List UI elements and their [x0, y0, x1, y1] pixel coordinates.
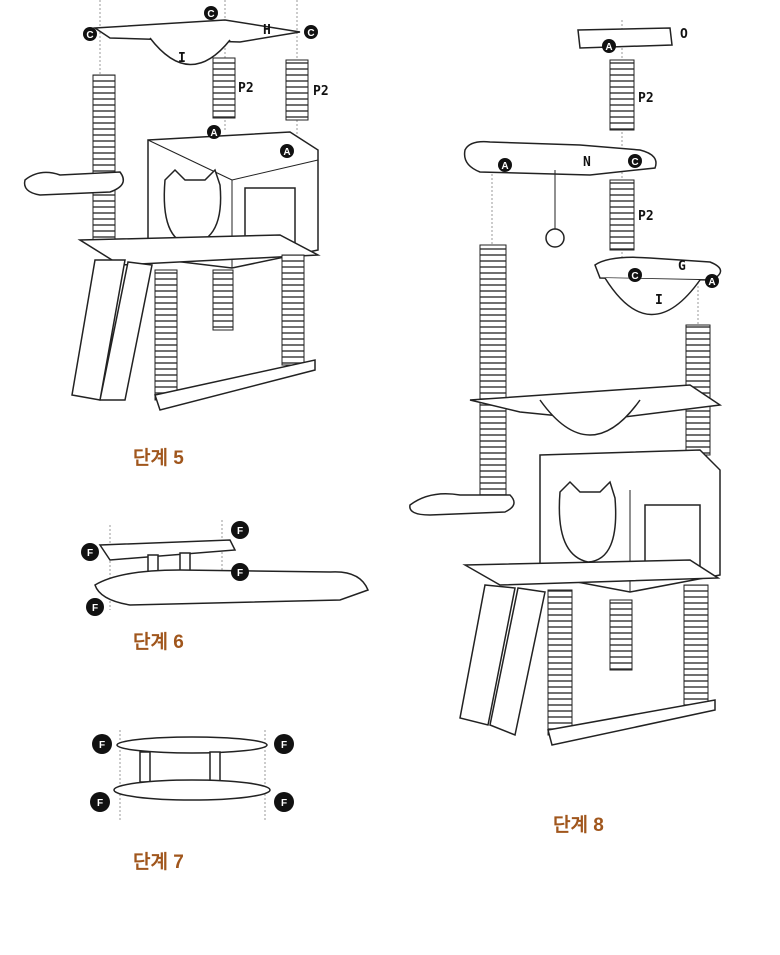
label-p2: P2 — [638, 209, 654, 224]
label-p2: P2 — [638, 91, 654, 106]
post — [683, 584, 709, 706]
shelf-base — [113, 779, 271, 801]
badge-c: C — [83, 27, 97, 41]
label-i: I — [178, 51, 186, 66]
paw-step — [409, 493, 515, 516]
step-8-label: 단계 8 — [553, 815, 604, 836]
label-h: H — [263, 23, 271, 38]
post-p2 — [609, 179, 635, 251]
svg-text:C: C — [631, 271, 638, 282]
paw-platform — [94, 569, 369, 606]
svg-text:A: A — [605, 42, 612, 53]
platform-n — [463, 140, 657, 176]
label-n: N — [583, 155, 591, 170]
label-p2: P2 — [238, 81, 254, 96]
badge-f: F — [274, 792, 294, 812]
post — [212, 269, 234, 331]
step5-drawing: H I P2 P2 C C C A A — [23, 0, 329, 411]
badge-f: F — [231, 563, 249, 581]
badge-f: F — [274, 734, 294, 754]
hammock-bowl-i — [604, 277, 701, 316]
cat-face-opening — [558, 480, 617, 563]
step-7-label: 단계 7 — [133, 852, 184, 873]
bottom-base — [547, 699, 716, 746]
badge-f: F — [90, 792, 110, 812]
svg-text:C: C — [207, 9, 214, 20]
post-p2 — [609, 59, 635, 131]
hammock-bowl-i — [149, 37, 231, 66]
badge-f: F — [86, 598, 104, 616]
post — [154, 269, 178, 401]
svg-text:F: F — [97, 798, 103, 809]
shelf-top — [116, 736, 268, 754]
svg-text:F: F — [281, 798, 287, 809]
badge-a: A — [602, 39, 616, 53]
badge-f: F — [92, 734, 112, 754]
svg-text:A: A — [501, 161, 508, 172]
paw-step — [23, 171, 125, 196]
post-p2 — [212, 57, 236, 119]
step7-drawing: F F F F — [90, 730, 294, 820]
svg-text:F: F — [237, 526, 243, 537]
svg-text:C: C — [86, 30, 93, 41]
badge-c: C — [304, 25, 318, 39]
top-platform-o — [577, 27, 673, 49]
badge-c: C — [204, 6, 218, 20]
svg-text:A: A — [283, 147, 290, 158]
post — [92, 74, 116, 246]
ladder — [459, 584, 546, 737]
hanging-ball — [545, 228, 565, 248]
badge-a: A — [280, 144, 294, 158]
svg-text:F: F — [237, 568, 243, 579]
svg-text:C: C — [307, 28, 314, 39]
ladder — [71, 259, 153, 401]
step-5-label: 단계 5 — [133, 448, 184, 469]
badge-f: F — [231, 521, 249, 539]
badge-f: F — [81, 543, 99, 561]
svg-text:A: A — [210, 128, 217, 139]
label-i: I — [655, 293, 663, 308]
bottom-base — [154, 359, 316, 411]
step6-drawing: F F F F — [81, 520, 369, 616]
post-p2 — [285, 59, 309, 121]
svg-text:A: A — [708, 277, 715, 288]
step8-drawing: O P2 N P2 G I A A C C A — [409, 20, 723, 746]
svg-text:F: F — [92, 603, 98, 614]
bowl — [539, 399, 641, 436]
base-platform — [77, 234, 321, 266]
side-door — [644, 504, 701, 571]
post — [281, 254, 305, 366]
svg-text:F: F — [281, 740, 287, 751]
badge-a: A — [207, 125, 221, 139]
platform-g — [594, 256, 722, 281]
badge-c: C — [628, 268, 642, 282]
badge-c: C — [628, 154, 642, 168]
shelf-top — [98, 539, 237, 561]
label-o: O — [680, 27, 688, 42]
hammock-platform-h — [92, 19, 301, 43]
post — [479, 244, 507, 506]
svg-text:F: F — [87, 548, 93, 559]
label-g: G — [678, 259, 686, 274]
svg-text:C: C — [631, 157, 638, 168]
post — [609, 599, 633, 671]
post — [547, 589, 573, 736]
badge-a: A — [705, 274, 719, 288]
svg-text:F: F — [99, 740, 105, 751]
label-p2: P2 — [313, 84, 329, 99]
base-platform — [462, 559, 721, 586]
badge-a: A — [498, 158, 512, 172]
step-6-label: 단계 6 — [133, 632, 184, 653]
